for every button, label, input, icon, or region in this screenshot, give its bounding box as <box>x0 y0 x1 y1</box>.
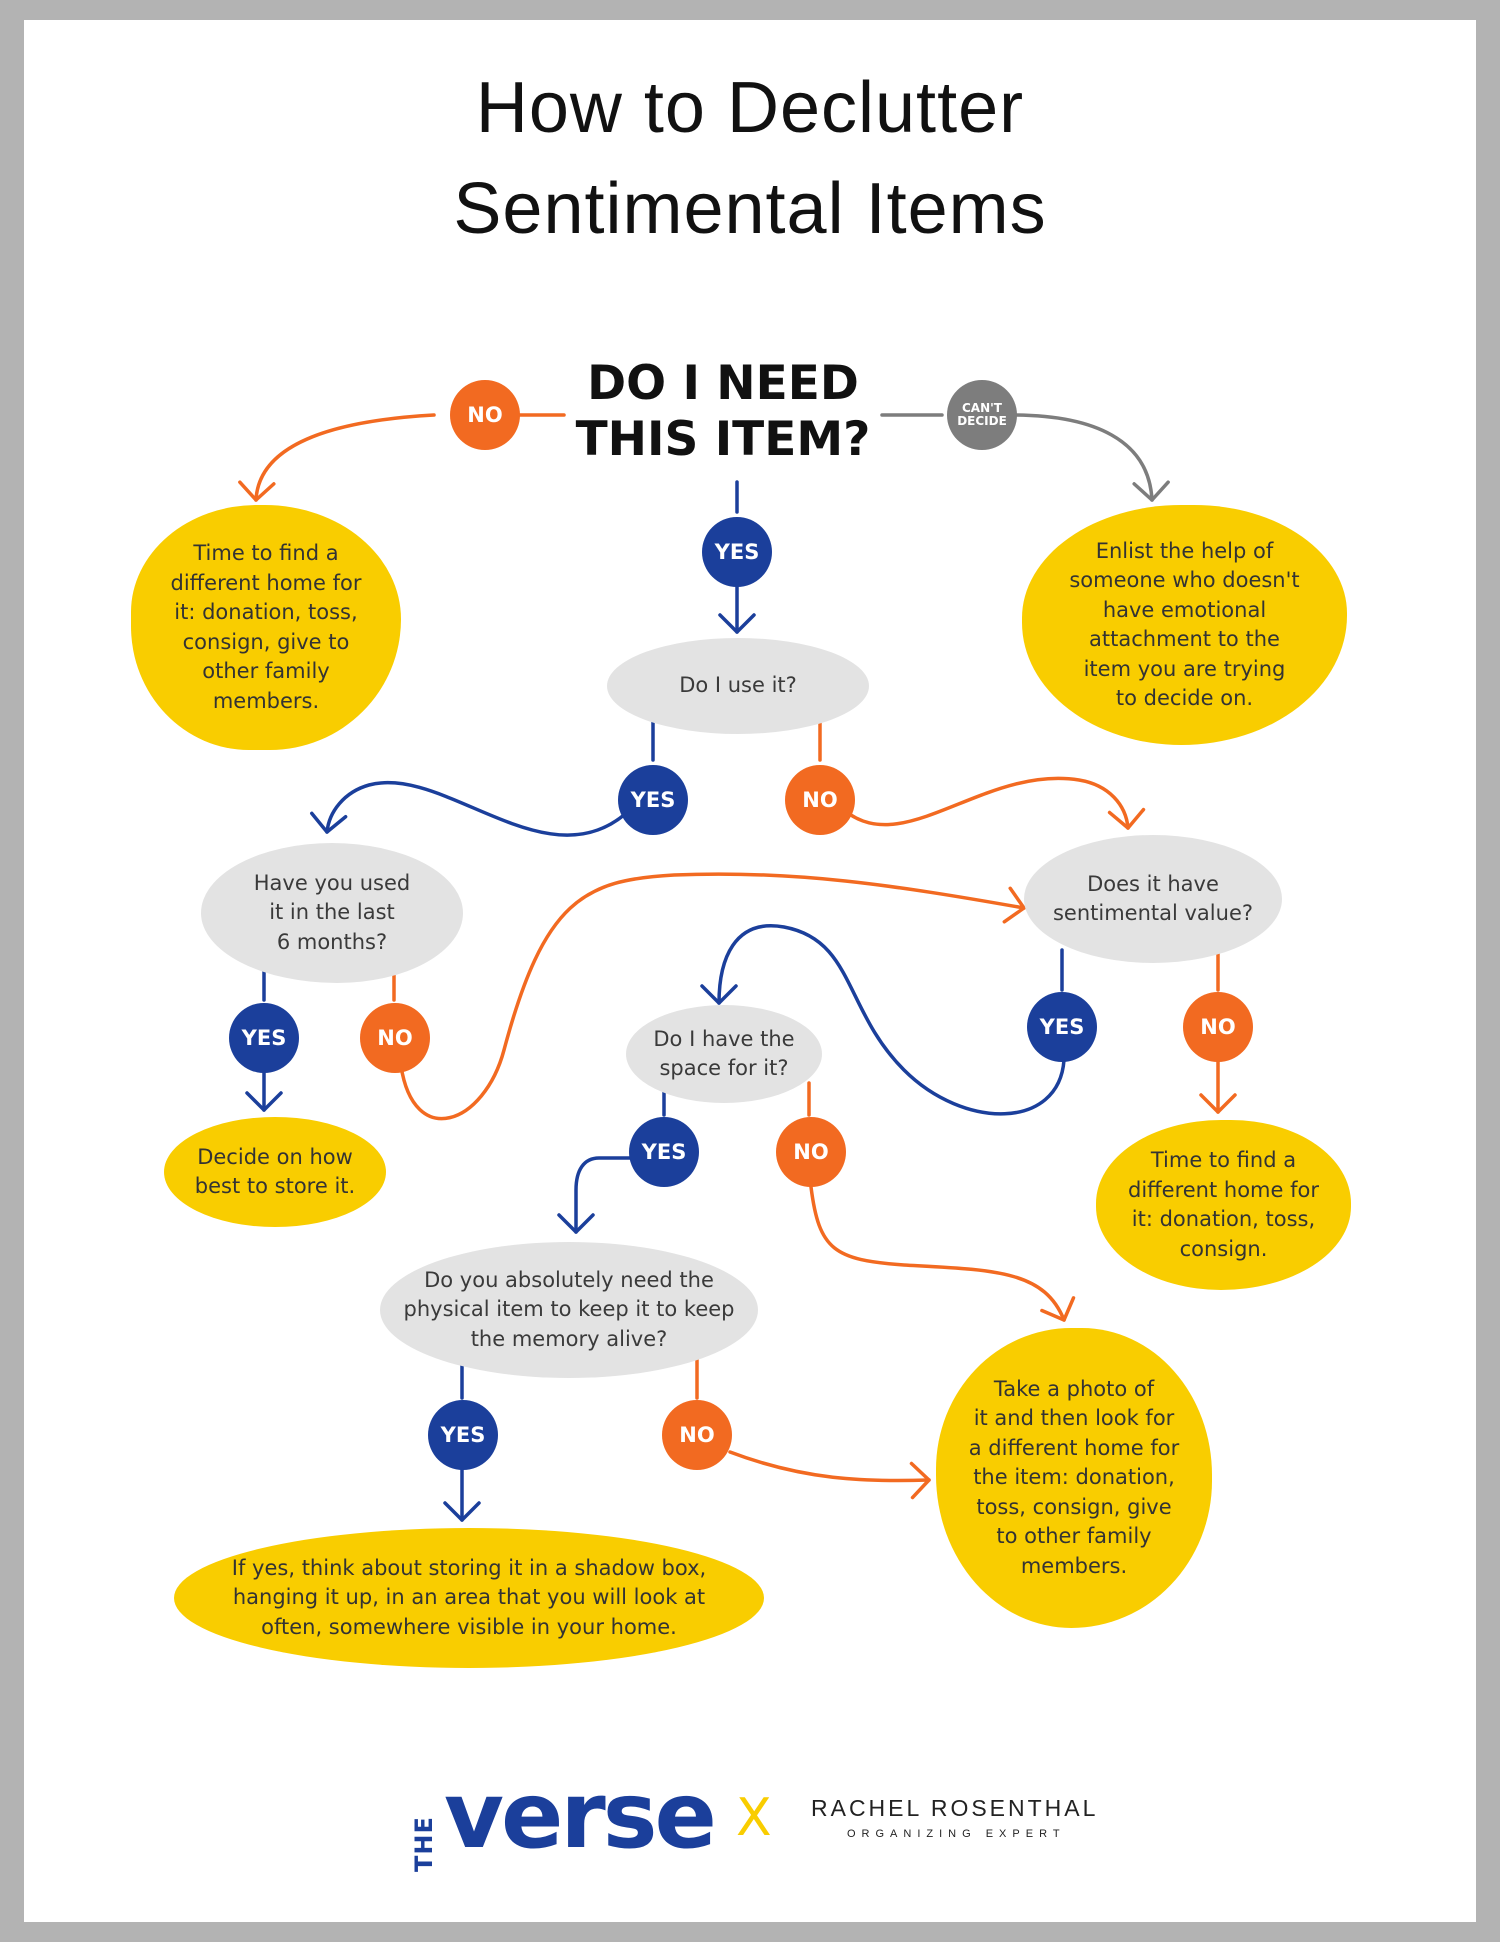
badge-yes: YES <box>702 517 772 587</box>
start-question-line-2: THIS ITEM? <box>575 412 871 467</box>
question-text-line: the memory alive? <box>470 1326 668 1351</box>
outcome-text-line: have emotional <box>1102 597 1267 622</box>
outcome-text-line: attachment to the <box>1089 627 1280 651</box>
connector-used6-no-arrow <box>399 872 1026 1121</box>
logo-separator: X <box>736 1788 772 1848</box>
badge-no: NO <box>785 765 855 835</box>
question-used-6-months: Have you used it in the last 6 months? <box>201 843 463 983</box>
badge-yes: YES <box>229 1003 299 1073</box>
outcome-text-line: other family <box>202 659 330 683</box>
connector-sentimental-yes-arrow <box>700 924 1066 1116</box>
outcome-text-line: Time to find a <box>193 541 339 565</box>
badge-cant-decide-line-1: CAN'T <box>962 401 1002 415</box>
outcome-text-line: Decide on how <box>197 1144 353 1169</box>
question-text-line: physical item to keep it to keep <box>403 1297 735 1322</box>
outcome-text-line: it: donation, toss, <box>1131 1207 1316 1231</box>
question-text-line: Does it have <box>1087 871 1219 896</box>
brand-prefix: THE <box>410 1816 438 1872</box>
outcome-text-line: to decide on. <box>1115 686 1254 710</box>
outcome-find-new-home: Time to find a different home for it: do… <box>131 505 401 750</box>
connector-use-yes-arrow <box>310 781 626 837</box>
connector-physical-no-arrow <box>728 1450 931 1500</box>
outcome-text-line: it and then look for <box>973 1406 1175 1431</box>
question-sentimental-value: Does it have sentimental value? <box>1024 835 1282 963</box>
question-text-line: Do I have the <box>653 1026 795 1051</box>
question-text-line: sentimental value? <box>1052 901 1254 925</box>
page-title-line-1: How to Declutter <box>475 68 1025 148</box>
outcome-text-line: consign, give to <box>182 629 350 654</box>
outcome-text-line: different home for <box>1128 1177 1319 1202</box>
question-text-line: it in the last <box>269 900 395 925</box>
badge-no: NO <box>662 1400 732 1470</box>
outcome-text-line: it: donation, toss, <box>174 600 358 624</box>
outcome-text-line: members. <box>212 688 320 713</box>
outcome-text-line: Time to find a <box>1150 1148 1297 1172</box>
badge-no: NO <box>1183 992 1253 1062</box>
outcome-text-line: Take a photo of <box>993 1376 1155 1401</box>
outcome-text-line: often, somewhere visible in your home. <box>261 1614 677 1639</box>
badge-no: NO <box>360 1003 430 1073</box>
outcome-store-it: Decide on how best to store it. <box>164 1117 386 1227</box>
outcome-text-line: hanging it up, in an area that you will … <box>232 1585 706 1610</box>
badge-cant-decide-line-2: DECIDE <box>957 414 1007 428</box>
connector-use-no-arrow <box>842 776 1146 830</box>
start-question-line-1: DO I NEED <box>587 356 859 411</box>
outcome-text-line: toss, consign, give <box>976 1494 1172 1519</box>
question-need-physical-item: Do you absolutely need the physical item… <box>380 1242 758 1378</box>
question-text-line: Do I use it? <box>679 673 797 698</box>
outcome-text-line: If yes, think about storing it in a shad… <box>231 1555 707 1580</box>
partner-name: RACHEL ROSENTHAL <box>811 1795 1099 1821</box>
outcome-donate-toss-consign: Time to find a different home for it: do… <box>1096 1120 1351 1290</box>
connector-space-yes-arrow <box>557 1156 632 1234</box>
question-text-line: Do you absolutely need the <box>424 1267 714 1292</box>
outcome-take-photo: Take a photo of it and then look for a d… <box>936 1328 1212 1628</box>
page-title-line-2: Sentimental Items <box>453 169 1047 249</box>
brand-logo: verse <box>444 1762 717 1869</box>
badge-yes: YES <box>629 1117 699 1187</box>
question-text-line: space for it? <box>659 1056 789 1080</box>
question-text-line: 6 months? <box>276 929 388 954</box>
outcome-text-line: to other family <box>996 1524 1152 1549</box>
connector-start-cant-arrow <box>1010 413 1170 502</box>
outcome-text-line: someone who doesn't <box>1069 568 1300 592</box>
outcome-text-line: members. <box>1020 1553 1128 1578</box>
flow-connectors <box>238 413 1237 1522</box>
outcome-text-line: a different home for <box>968 1435 1180 1460</box>
badge-yes: YES <box>618 765 688 835</box>
question-use-it: Do I use it? <box>607 638 869 734</box>
outcome-display-item: If yes, think about storing it in a shad… <box>174 1528 764 1668</box>
question-text-line: Have you used <box>253 870 411 895</box>
connector-space-no-arrow <box>809 1185 1076 1322</box>
outcome-text-line: consign. <box>1179 1236 1268 1261</box>
connector-start-no-arrow <box>238 413 436 502</box>
partner-subtitle: ORGANIZING EXPERT <box>847 1828 1066 1840</box>
outcome-text-line: item you are trying <box>1083 656 1286 681</box>
outcome-text-line: different home for <box>170 570 362 595</box>
infographic-page: How to Declutter Sentimental Items <box>24 20 1476 1922</box>
badge-yes: YES <box>428 1400 498 1470</box>
badge-no: NO <box>450 380 520 450</box>
outcome-text-line: best to store it. <box>194 1174 356 1198</box>
badge-no: NO <box>776 1117 846 1187</box>
outcome-text-line: the item: donation, <box>973 1465 1175 1490</box>
question-have-space: Do I have the space for it? <box>626 1005 822 1103</box>
start-question: DO I NEED THIS ITEM? <box>564 356 882 468</box>
outcome-text-line: Enlist the help of <box>1095 538 1274 563</box>
outcome-enlist-help: Enlist the help of someone who doesn't h… <box>1022 505 1347 745</box>
badge-yes: YES <box>1027 992 1097 1062</box>
